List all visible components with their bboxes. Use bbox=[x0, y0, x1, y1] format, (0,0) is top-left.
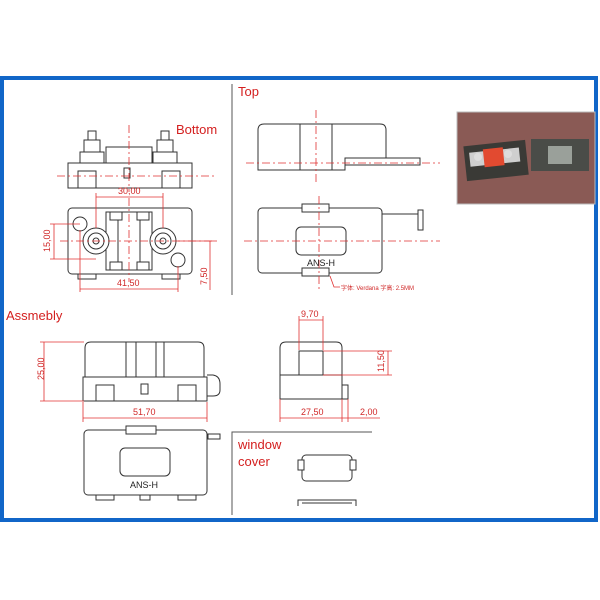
side-view bbox=[279, 316, 392, 422]
dim-7-5: 7,50 bbox=[199, 267, 209, 285]
label-assembly: Assmebly bbox=[6, 308, 63, 323]
top-side-view bbox=[246, 110, 440, 182]
assembly-side-view bbox=[40, 341, 221, 422]
dim-41-5: 41,50 bbox=[117, 278, 140, 288]
label-top: Top bbox=[238, 84, 259, 99]
dim-30: 30,00 bbox=[118, 186, 141, 196]
dim-27-5: 27,50 bbox=[301, 407, 324, 417]
window-cover-box bbox=[231, 431, 372, 515]
dim-51-7: 51,70 bbox=[133, 407, 156, 417]
label-window: window bbox=[237, 437, 282, 452]
assembly-plan-view bbox=[83, 425, 221, 501]
bottom-plan-view bbox=[50, 193, 220, 292]
product-photo bbox=[456, 111, 596, 205]
dim-9-7: 9,70 bbox=[301, 309, 319, 319]
label-bottom: Bottom bbox=[176, 122, 217, 137]
dim-11-5: 11,50 bbox=[376, 350, 386, 372]
dim-2: 2,00 bbox=[360, 407, 378, 417]
assembly-marking: ANS-H bbox=[130, 480, 158, 490]
top-marking: ANS-H bbox=[307, 258, 335, 268]
label-cover: cover bbox=[238, 454, 270, 469]
top-plan-view bbox=[244, 196, 440, 292]
window-cover-part bbox=[297, 454, 357, 506]
font-note: 字体: Verdana 字高: 2.5MM bbox=[341, 284, 414, 292]
bottom-side-view bbox=[57, 125, 215, 192]
dim-15: 15,00 bbox=[42, 229, 52, 252]
dim-25: 25,00 bbox=[36, 357, 46, 380]
